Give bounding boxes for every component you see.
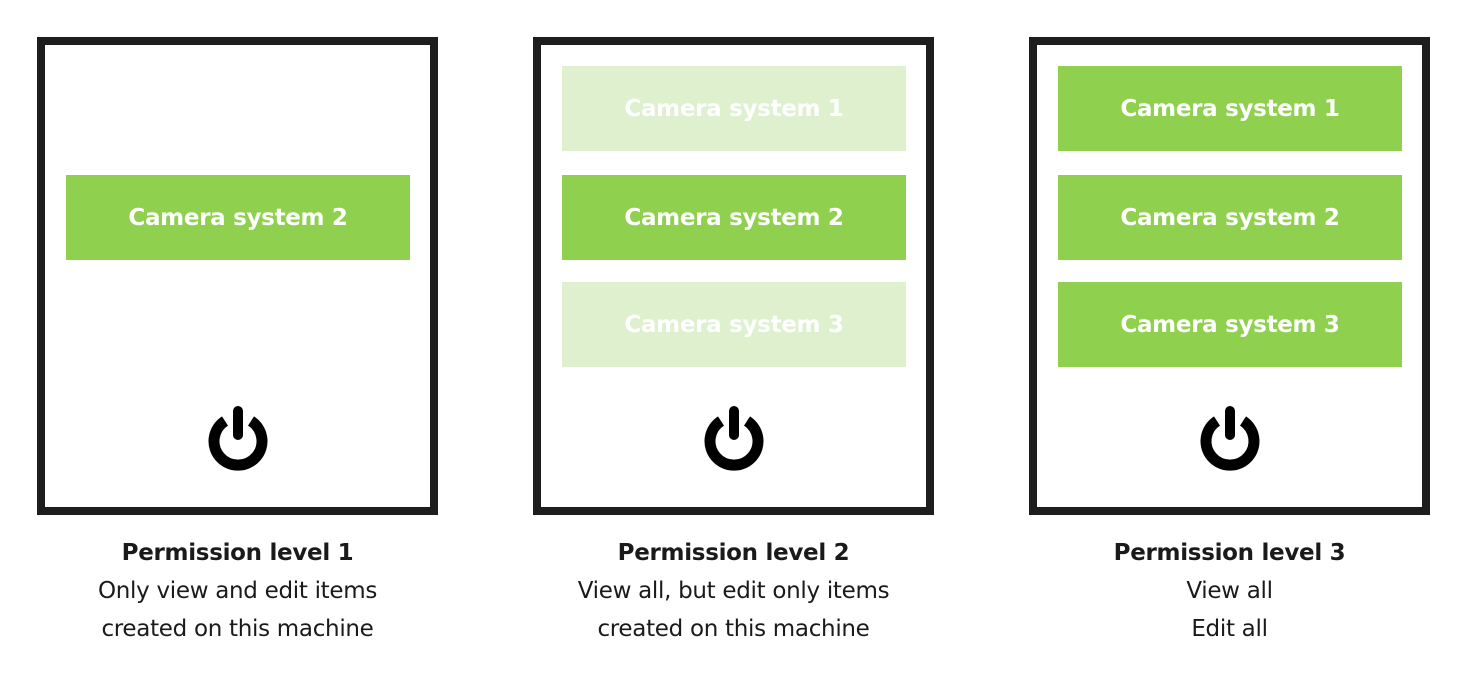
camera-system-item[interactable]: Camera system 2 [562, 175, 906, 260]
caption-line: Edit all [1191, 616, 1268, 642]
caption-line: Only view and edit items [97, 578, 378, 604]
caption-line: View all [1186, 578, 1273, 604]
power-icon[interactable] [206, 403, 270, 473]
permission-level-2-panel: Camera system 1 Camera system 2 Camera s… [533, 37, 934, 515]
power-icon[interactable] [702, 403, 766, 473]
caption-line: View all, but edit only items [577, 578, 890, 604]
permission-level-3-panel: Camera system 1 Camera system 2 Camera s… [1029, 37, 1430, 515]
caption-title: Permission level 2 [617, 540, 850, 566]
caption-line: created on this machine [597, 616, 870, 642]
permission-level-1-caption: Permission level 1 Only view and edit it… [37, 534, 438, 648]
permission-level-3-caption: Permission level 3 View all Edit all [1029, 534, 1430, 648]
camera-system-item[interactable]: Camera system 2 [1058, 175, 1402, 260]
camera-system-item[interactable]: Camera system 3 [1058, 282, 1402, 367]
caption-title: Permission level 1 [121, 540, 354, 566]
caption-title: Permission level 3 [1113, 540, 1346, 566]
camera-system-item[interactable]: Camera system 2 [66, 175, 410, 260]
camera-system-item: Camera system 1 [562, 66, 906, 151]
camera-system-item: Camera system 3 [562, 282, 906, 367]
permission-level-1-panel: Camera system 2 [37, 37, 438, 515]
camera-system-item[interactable]: Camera system 1 [1058, 66, 1402, 151]
permission-level-2-caption: Permission level 2 View all, but edit on… [533, 534, 934, 648]
power-icon[interactable] [1198, 403, 1262, 473]
caption-line: created on this machine [101, 616, 374, 642]
